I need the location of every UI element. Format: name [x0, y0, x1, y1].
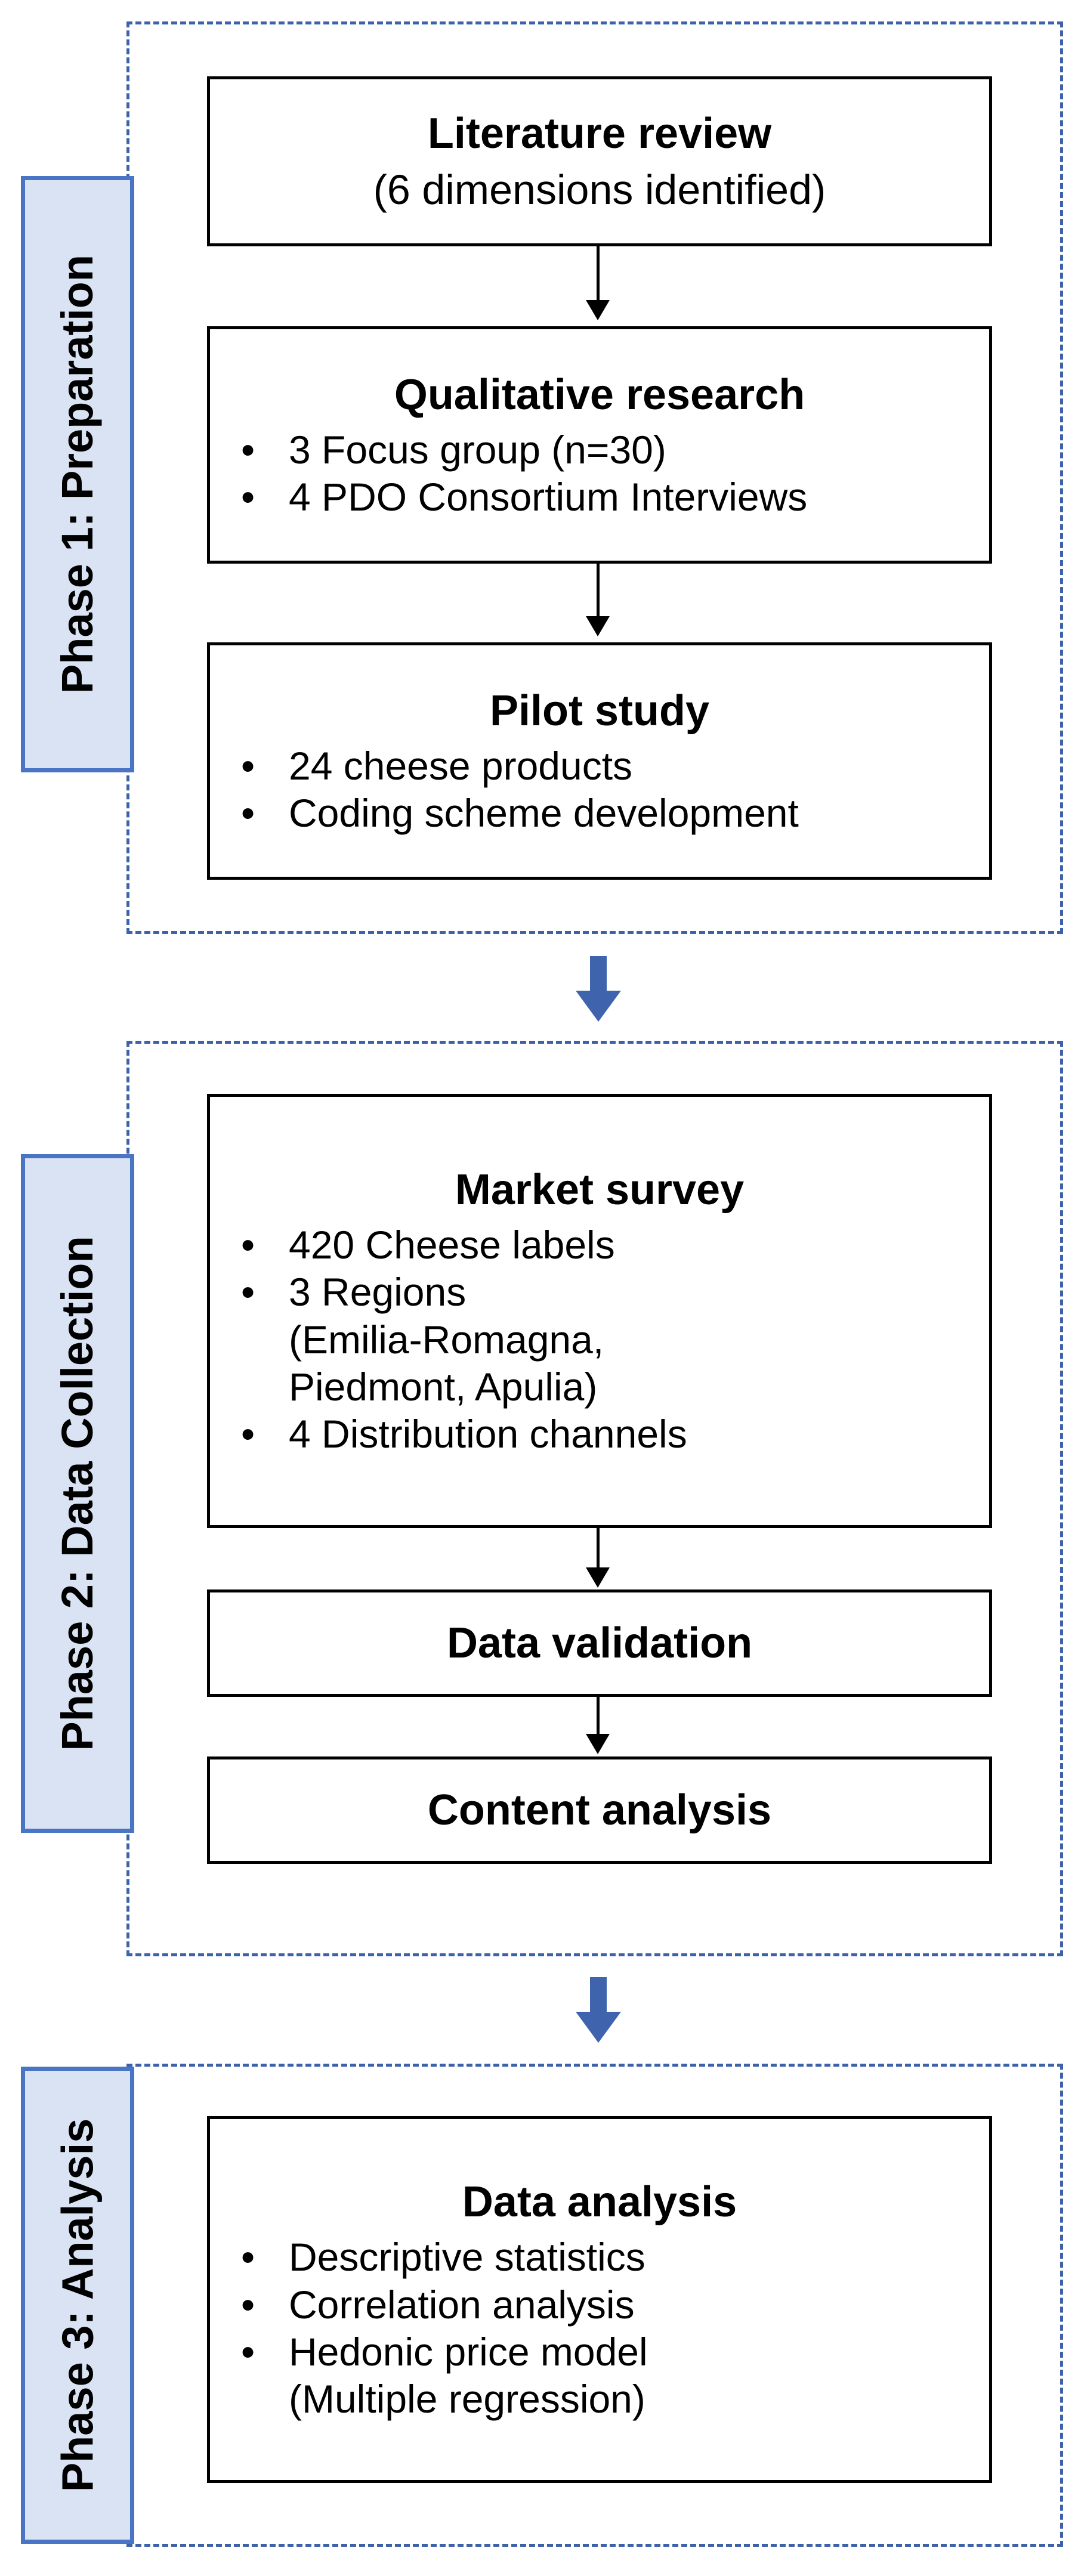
phase-1-label: Phase 1: Preparation [52, 254, 103, 694]
step-title: Literature review [427, 110, 772, 158]
bullet-text: 4 Distribution channels [289, 1411, 687, 1456]
step-title: Data analysis [462, 2178, 737, 2226]
list-item: • 420 Cheese labels [241, 1221, 989, 1269]
list-item: • Descriptive statistics [241, 2234, 989, 2281]
bullet-text: Hedonic price model [289, 2329, 648, 2374]
market-survey-box: Market survey • 420 Cheese labels • 3 Regi… [207, 1094, 992, 1528]
pilot-study-box: Pilot study • 24 cheese products • Coding … [207, 642, 992, 880]
arrow-shaft [597, 564, 600, 619]
bullet-glyph: • [241, 1411, 255, 1456]
bullet-glyph: • [241, 791, 255, 836]
bullet-list: • 420 Cheese labels • 3 Regions(Emilia-Rom… [210, 1221, 989, 1458]
arrow-shaft [597, 1528, 600, 1570]
list-item: • Hedonic price model(Multiple regression… [241, 2328, 989, 2423]
arrow-head [586, 1567, 610, 1588]
list-item: • 24 cheese products [241, 743, 989, 790]
step-title: Content analysis [427, 1786, 772, 1834]
step-title: Pilot study [489, 686, 709, 735]
bullet-glyph: • [241, 2329, 255, 2374]
list-item: • 3 Focus group (n=30) [241, 426, 989, 474]
data-validation-box: Data validation [207, 1589, 992, 1697]
step-title: Market survey [455, 1165, 745, 1214]
bullet-list: • 3 Focus group (n=30) • 4 PDO Consortium … [210, 426, 989, 521]
step-title: Qualitative research [394, 370, 805, 419]
step-title: Data validation [446, 1619, 753, 1667]
bullet-text: Descriptive statistics [289, 2235, 645, 2280]
literature-review-box: Literature review (6 dimensions identifi… [207, 76, 992, 246]
phase-2-label: Phase 2: Data Collection [52, 1236, 103, 1751]
list-item: • 4 Distribution channels [241, 1411, 989, 1458]
arrow-head [586, 300, 610, 320]
phase-3-label: Phase 3: Analysis [52, 2118, 102, 2492]
bullet-text: 3 Regions [289, 1270, 467, 1315]
list-item: • Coding scheme development [241, 790, 989, 837]
list-item: • Correlation analysis [241, 2281, 989, 2328]
arrow-shaft [597, 246, 600, 302]
phase-transition-arrow-1 [576, 956, 621, 1022]
bullet-list: • Descriptive statistics • Correlation ana… [210, 2234, 989, 2423]
bullet-list: • 24 cheese products • Coding scheme devel… [210, 743, 989, 837]
bullet-continuation: (Emilia-Romagna, Piedmont, Apulia) [289, 1317, 604, 1409]
bullet-continuation: (Multiple regression) [289, 2376, 645, 2421]
list-item: • 3 Regions(Emilia-Romagna, Piedmont, Apu… [241, 1269, 989, 1411]
bullet-glyph: • [241, 1223, 255, 1267]
bullet-text: 4 PDO Consortium Interviews [289, 475, 808, 519]
bullet-glyph: • [241, 2282, 255, 2327]
arrow-head [586, 1734, 610, 1754]
bullet-glyph: • [241, 475, 255, 519]
bullet-text: Correlation analysis [289, 2282, 635, 2327]
bullet-text: 420 Cheese labels [289, 1223, 615, 1267]
bullet-glyph: • [241, 1270, 255, 1315]
phase-3-tab: Phase 3: Analysis [21, 2067, 134, 2544]
phase-transition-arrow-2 [576, 1977, 621, 2043]
arrow-head [586, 616, 610, 636]
list-item: • 4 PDO Consortium Interviews [241, 474, 989, 521]
qualitative-research-box: Qualitative research • 3 Focus group (n=3… [207, 326, 992, 564]
bullet-glyph: • [241, 428, 255, 472]
bullet-glyph: • [241, 2235, 255, 2280]
bullet-text: 3 Focus group (n=30) [289, 428, 666, 472]
arrow-shaft [597, 1697, 600, 1736]
phase-1-tab: Phase 1: Preparation [21, 176, 134, 772]
step-subtitle: (6 dimensions identified) [373, 166, 826, 213]
phase-2-tab: Phase 2: Data Collection [21, 1154, 134, 1833]
bullet-text: 24 cheese products [289, 744, 633, 788]
content-analysis-box: Content analysis [207, 1756, 992, 1864]
bullet-text: Coding scheme development [289, 791, 799, 836]
data-analysis-box: Data analysis • Descriptive statistics • C… [207, 2116, 992, 2483]
bullet-glyph: • [241, 744, 255, 788]
